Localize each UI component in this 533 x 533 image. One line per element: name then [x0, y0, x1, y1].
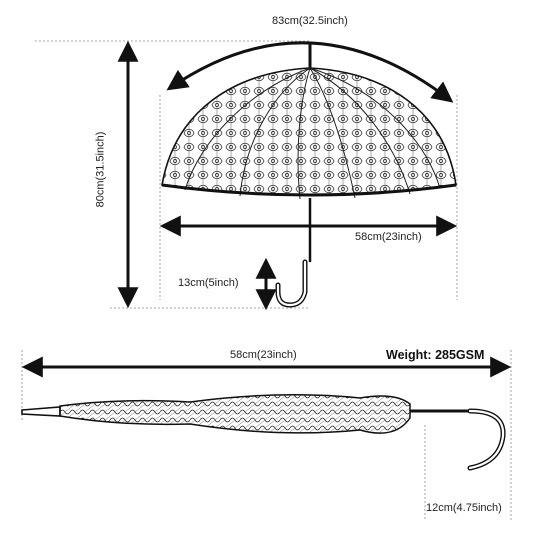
open-umbrella [161, 42, 457, 308]
canopy-rim [161, 183, 457, 197]
closed-handle-label: 12cm(4.75inch) [426, 502, 502, 514]
handle [275, 259, 308, 308]
guide-lines [21, 40, 512, 520]
closed-umbrella [21, 394, 506, 471]
canopy [161, 67, 457, 196]
closed-length-label: 58cm(23inch) [230, 349, 297, 361]
canopy-ribs [184, 67, 441, 200]
canopy-span-label: 58cm(23inch) [355, 231, 422, 243]
closed-canopy [59, 394, 411, 434]
handle-length-label: 13cm(5inch) [178, 277, 239, 289]
open-height-label: 80cm(31.5inch) [94, 131, 107, 208]
open-width-label: 83cm(32.5inch) [272, 15, 348, 27]
weight-label: Weight: 285GSM [386, 348, 485, 362]
closed-tip [21, 406, 61, 417]
